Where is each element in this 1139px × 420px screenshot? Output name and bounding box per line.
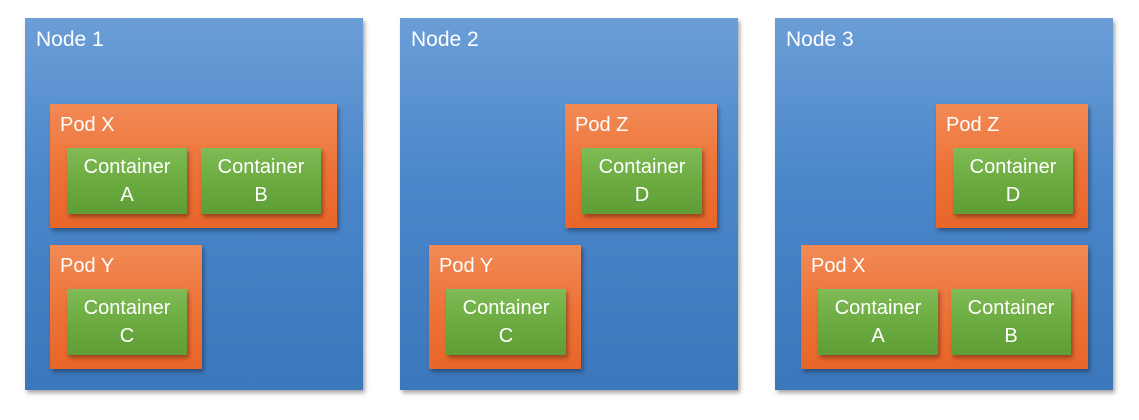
container-b: Container B — [201, 148, 321, 214]
container-id: A — [871, 325, 885, 347]
pod-z: Pod Z Container D — [936, 104, 1088, 228]
pod-x: Pod X Container A Container B — [50, 104, 337, 228]
container-label: Container — [462, 297, 550, 319]
node-3: Node 3 Pod Z Container D Pod X Container… — [775, 18, 1113, 390]
container-label: Container — [969, 156, 1057, 178]
pod-label: Pod Y — [439, 255, 494, 277]
node-2: Node 2 Pod Z Container D Pod Y Container… — [400, 18, 738, 390]
pod-label: Pod Z — [946, 114, 1000, 136]
container-label: Container — [217, 156, 305, 178]
pod-y: Pod Y Container C — [429, 245, 581, 369]
pod-y: Pod Y Container C — [50, 245, 202, 369]
pod-label: Pod Y — [60, 255, 115, 277]
container-id: B — [1004, 325, 1018, 347]
container-c: Container C — [67, 289, 187, 355]
pod-x: Pod X Container A Container B — [801, 245, 1088, 369]
container-d: Container D — [953, 148, 1073, 214]
container-id: B — [254, 184, 268, 206]
container-b: Container B — [951, 289, 1071, 355]
container-label: Container — [598, 156, 686, 178]
container-id: D — [634, 184, 650, 206]
container-id: A — [120, 184, 134, 206]
pod-label: Pod Z — [575, 114, 629, 136]
container-a: Container A — [818, 289, 938, 355]
container-label: Container — [83, 156, 171, 178]
container-c: Container C — [446, 289, 566, 355]
container-label: Container — [83, 297, 171, 319]
container-label: Container — [967, 297, 1055, 319]
node-label: Node 1 — [36, 28, 104, 51]
node-label: Node 2 — [411, 28, 479, 51]
node-1: Node 1 Pod X Container A Container B Pod… — [25, 18, 363, 390]
container-label: Container — [834, 297, 922, 319]
container-d: Container D — [582, 148, 702, 214]
pod-z: Pod Z Container D — [565, 104, 717, 228]
pod-label: Pod X — [60, 114, 115, 136]
container-id: C — [498, 325, 514, 347]
container-a: Container A — [67, 148, 187, 214]
container-id: D — [1005, 184, 1021, 206]
pod-label: Pod X — [811, 255, 866, 277]
node-label: Node 3 — [786, 28, 854, 51]
container-id: C — [119, 325, 135, 347]
